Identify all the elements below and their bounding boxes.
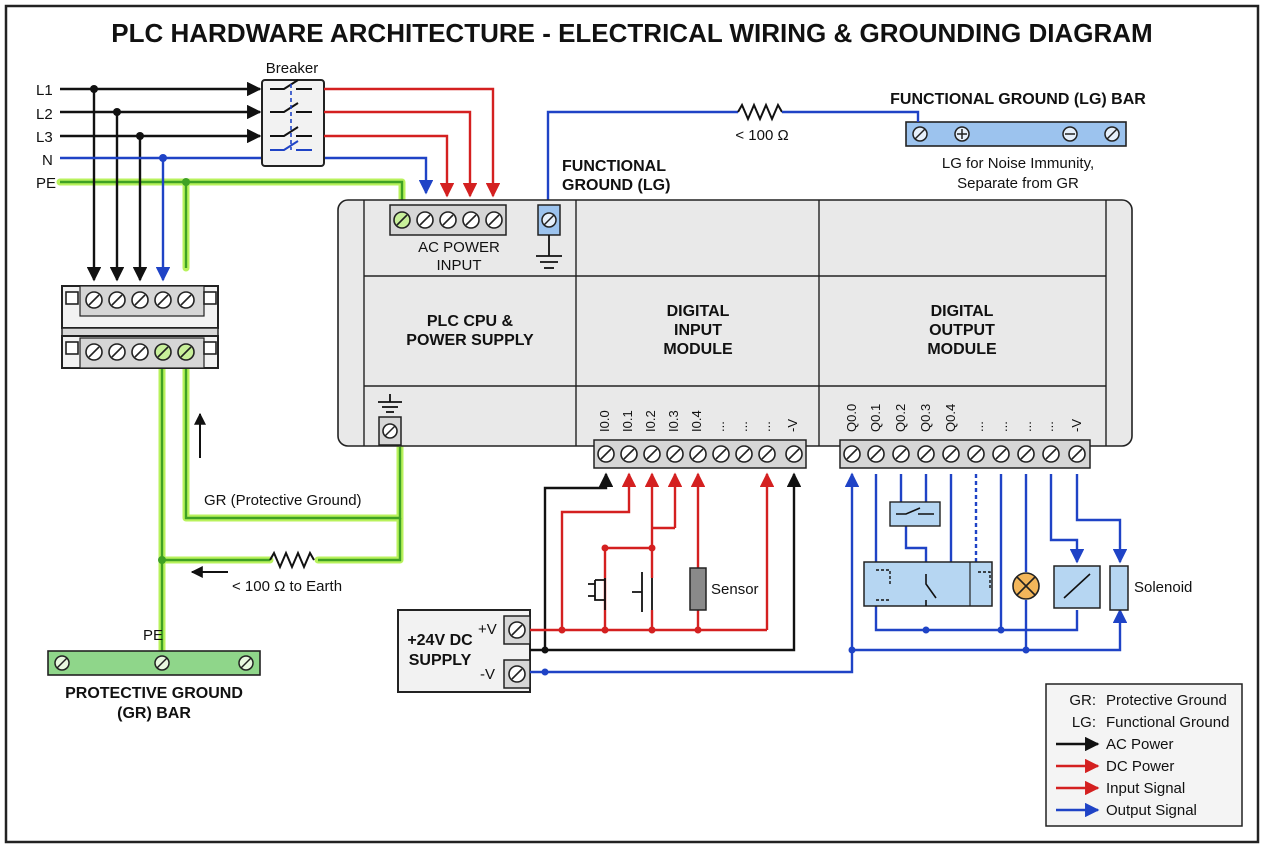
- output-module-label-line1: DIGITAL: [931, 303, 994, 320]
- ac-input-label-line1: AC POWER: [418, 239, 500, 256]
- input-terminal-label: I0.3: [666, 410, 681, 432]
- lg-resistor-icon: [737, 102, 783, 122]
- lg-bar-title: FUNCTIONAL GROUND (LG) BAR: [890, 91, 1146, 108]
- cpu-module-label-line2: POWER SUPPLY: [406, 332, 534, 349]
- legend-gr-abbr: GR:: [1069, 692, 1096, 709]
- output-wiring: Solenoid: [530, 472, 1192, 676]
- lg-note-line1: LG for Noise Immunity,: [942, 155, 1094, 172]
- dc-supply-label-line1: +24V DC: [407, 632, 473, 649]
- input-terminal-label: I0.2: [643, 410, 658, 432]
- functional-ground-bar: FUNCTIONAL GROUND (LG) BAR LG for Noise …: [890, 91, 1146, 192]
- indicator-lamp-icon: [1012, 572, 1040, 600]
- legend: GR: Protective Ground LG: Functional Gro…: [1045, 683, 1243, 827]
- relay-block-icon: [863, 561, 993, 607]
- sensor-icon: [689, 567, 707, 611]
- input-module-label-line3: MODULE: [663, 341, 733, 358]
- gr-bar-title-line2: (GR) BAR: [117, 705, 191, 722]
- output-terminal-labels: Q0.0 Q0.1 Q0.2 Q0.3 Q0.4 ... ... ... ...…: [844, 404, 1084, 432]
- distribution-terminal-block: [61, 285, 219, 369]
- breaker: Breaker: [261, 60, 325, 167]
- outer-border: [4, 4, 1260, 844]
- output-terminal-label: Q0.1: [868, 404, 883, 432]
- input-terminal-label: -V: [785, 419, 800, 432]
- push-button-icon: [588, 578, 606, 610]
- line-l1-label: L1: [36, 82, 53, 99]
- ac-power-input-terminals: AC POWER INPUT: [389, 204, 507, 274]
- supply-line-labels: L1 L2 L3 N PE: [36, 82, 56, 192]
- output-terminal-label: Q0.2: [893, 404, 908, 432]
- pe-bar-label: PE: [143, 627, 163, 644]
- ac-input-label-line2: INPUT: [437, 257, 482, 274]
- output-terminal-label: ...: [971, 421, 986, 432]
- protective-ground-bar: PE PROTECTIVE GROUND (GR) BAR: [47, 627, 261, 722]
- input-module-label-line1: DIGITAL: [667, 303, 730, 320]
- legend-lg-text: Functional Ground: [1106, 714, 1229, 731]
- solenoid-label: Solenoid: [1134, 579, 1192, 596]
- breaker-label: Breaker: [266, 60, 319, 77]
- dc-plus-label: +V: [478, 621, 497, 638]
- dc-minus-label: -V: [480, 666, 495, 683]
- dc-supply-label-line2: SUPPLY: [409, 652, 472, 669]
- output-terminal-label: Q0.4: [943, 404, 958, 432]
- input-terminal-labels: I0.0 I0.1 I0.2 I0.3 I0.4 ... ... ... -V: [597, 410, 800, 432]
- legend-item-label: Output Signal: [1106, 802, 1197, 819]
- output-terminal-strip: [839, 439, 1091, 469]
- input-terminal-label: ...: [758, 421, 773, 432]
- input-wiring: Sensor: [530, 472, 802, 654]
- solenoid-icon: [1109, 565, 1129, 611]
- push-button-icon: [632, 572, 653, 612]
- output-terminal-label: ...: [1019, 421, 1034, 432]
- limit-switch-icon: [889, 501, 941, 527]
- lg-terminal-label-line1: FUNCTIONAL: [562, 158, 666, 175]
- input-terminal-strip: [593, 439, 807, 469]
- input-module-label-line2: INPUT: [674, 322, 722, 339]
- plc-rack: [337, 199, 1133, 447]
- protective-ground-wiring: [56, 178, 406, 656]
- legend-gr-text: Protective Ground: [1106, 692, 1227, 709]
- line-l3-label: L3: [36, 129, 53, 146]
- earth-ground-icon: [536, 235, 562, 269]
- ac-supply-wiring: [60, 81, 434, 282]
- output-terminal-label: ...: [1041, 421, 1056, 432]
- distribution-bottom-screws: [85, 343, 195, 361]
- breaker-to-plc-wiring: [324, 87, 501, 198]
- input-terminal-label: I0.1: [620, 410, 635, 432]
- legend-item-label: AC Power: [1106, 736, 1174, 753]
- cpu-module-label-line1: PLC CPU &: [427, 313, 514, 330]
- lg-terminal-label-line2: GROUND (LG): [562, 177, 670, 194]
- diagram-title: PLC HARDWARE ARCHITECTURE - ELECTRICAL W…: [111, 18, 1152, 48]
- distribution-top-screws: [85, 291, 195, 309]
- lg-note-line2: Separate from GR: [957, 175, 1079, 192]
- input-terminal-label: ...: [735, 421, 750, 432]
- input-terminal-label: I0.0: [597, 410, 612, 432]
- line-pe-label: PE: [36, 175, 56, 192]
- output-terminal-label: ...: [995, 421, 1010, 432]
- line-n-label: N: [42, 152, 53, 169]
- chassis-ground-icon: [378, 394, 402, 413]
- legend-item-label: Input Signal: [1106, 780, 1185, 797]
- functional-ground-terminal: FUNCTIONAL GROUND (LG): [536, 158, 670, 269]
- legend-item-label: DC Power: [1106, 758, 1174, 775]
- dc-supply: +24V DC SUPPLY +V -V: [397, 609, 531, 693]
- gr-protective-ground-label: GR (Protective Ground): [204, 492, 362, 509]
- legend-lg-abbr: LG:: [1072, 714, 1096, 731]
- earth-resistance-label: < 100 Ω to Earth: [232, 578, 342, 595]
- functional-ground-wiring: < 100 Ω: [546, 102, 920, 200]
- input-terminal-label: ...: [712, 421, 727, 432]
- gr-bar-title-line1: PROTECTIVE GROUND: [65, 685, 243, 702]
- output-terminal-label: -V: [1069, 419, 1084, 432]
- output-module-label-line2: OUTPUT: [929, 322, 995, 339]
- relay-coil-icon: [1053, 565, 1101, 609]
- lg-resistance-label: < 100 Ω: [735, 127, 788, 144]
- line-l2-label: L2: [36, 106, 53, 123]
- cpu-ground-terminal: [378, 394, 402, 446]
- input-terminal-label: I0.4: [689, 410, 704, 432]
- output-terminal-label: Q0.3: [918, 404, 933, 432]
- output-terminal-label: Q0.0: [844, 404, 859, 432]
- output-module-label-line3: MODULE: [927, 341, 997, 358]
- sensor-label: Sensor: [711, 581, 759, 598]
- earth-resistor-icon: [269, 550, 315, 570]
